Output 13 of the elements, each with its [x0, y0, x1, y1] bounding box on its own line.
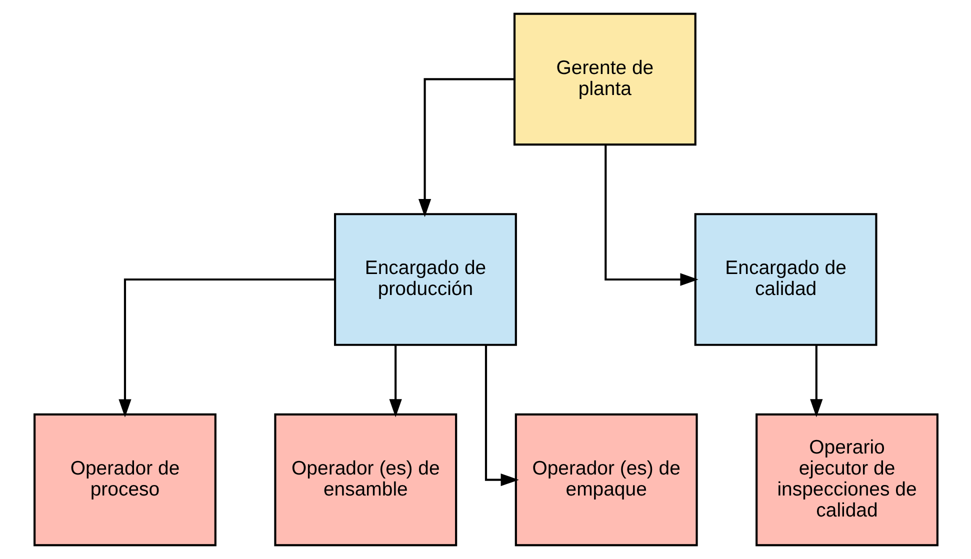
node-box: Operario ejecutor de inspecciones de calidad	[755, 413, 938, 546]
node-box: Operador de proceso	[33, 413, 216, 546]
arrow	[118, 278, 334, 418]
arrow	[484, 345, 518, 486]
arrow	[810, 345, 822, 418]
arrow	[388, 345, 402, 418]
node-box: Operador (es) de ensamble	[274, 413, 457, 546]
node-box: Operador (es) de empaque	[514, 413, 698, 546]
arrow	[418, 78, 514, 218]
node-box: Encargado de calidad	[694, 213, 877, 346]
arrow	[604, 144, 698, 286]
node-box: Encargado de producción	[334, 213, 516, 346]
node-box: Gerente de planta	[512, 12, 696, 146]
